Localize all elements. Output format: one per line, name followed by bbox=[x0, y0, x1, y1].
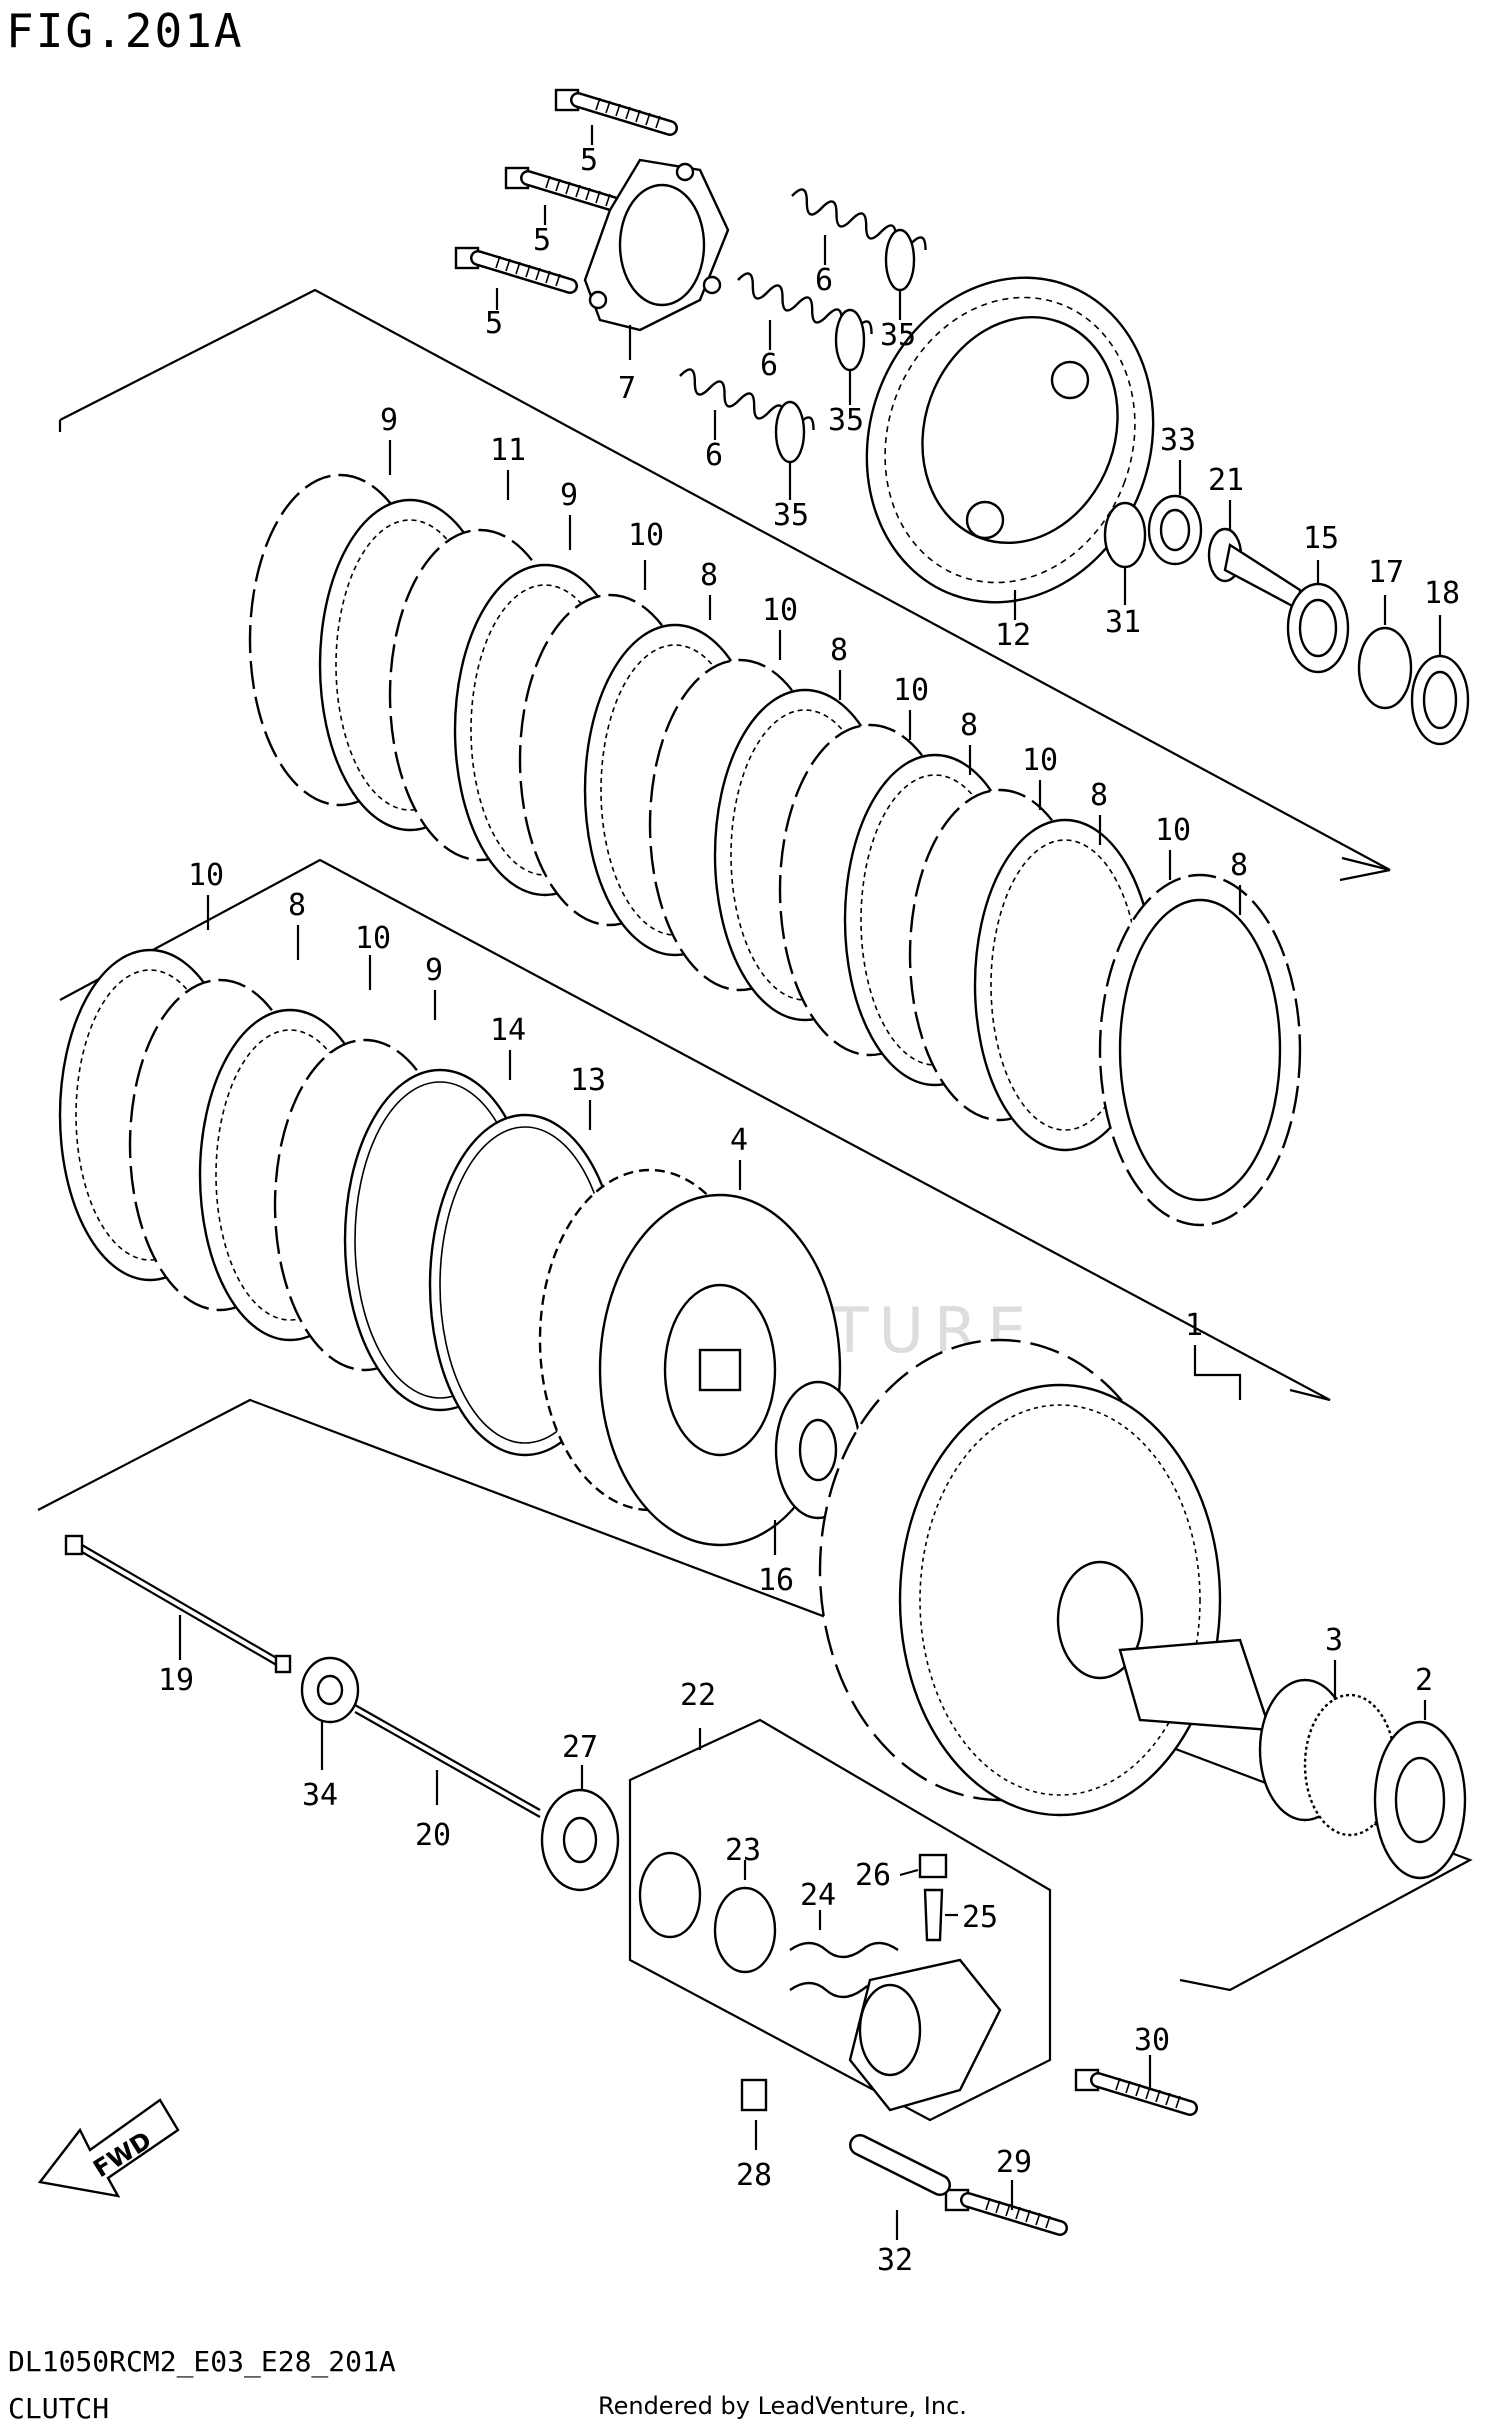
callout-35: 35 bbox=[828, 403, 864, 438]
callout-35: 35 bbox=[773, 498, 809, 533]
rendered-by-text: Rendered by LeadVenture, Inc. bbox=[598, 2392, 967, 2420]
callout-23: 23 bbox=[725, 1833, 761, 1868]
needle-bearing bbox=[1258, 1678, 1397, 1837]
upper-plate-stack bbox=[248, 473, 1302, 1227]
callout-12: 12 bbox=[995, 618, 1031, 653]
callout-10: 10 bbox=[762, 593, 798, 628]
callout-1: 1 bbox=[1185, 1308, 1203, 1343]
housing-group-outline bbox=[37, 1398, 1473, 1992]
spring-washer bbox=[884, 228, 916, 292]
callout-19: 19 bbox=[158, 1663, 194, 1698]
callout-6: 6 bbox=[815, 263, 833, 298]
callout-labels: 5 5 5 7 6 6 6 35 35 35 33 21 31 12 15 17… bbox=[158, 143, 1460, 2278]
callout-9: 9 bbox=[560, 478, 578, 513]
callout-9: 9 bbox=[380, 403, 398, 438]
callout-28: 28 bbox=[736, 2158, 772, 2193]
callout-35: 35 bbox=[880, 318, 916, 353]
callout-13: 13 bbox=[570, 1063, 606, 1098]
callout-2: 2 bbox=[1415, 1663, 1433, 1698]
callout-6: 6 bbox=[705, 438, 723, 473]
lower-plate-group-outline bbox=[59, 858, 1331, 1402]
callout-20: 20 bbox=[415, 1818, 451, 1853]
callout-26: 26 bbox=[855, 1858, 891, 1893]
section-name: CLUTCH bbox=[8, 2392, 110, 2425]
callout-3: 3 bbox=[1325, 1623, 1343, 1658]
pivot-pin bbox=[849, 2134, 951, 2196]
callout-34: 34 bbox=[302, 1778, 338, 1813]
callout-10: 10 bbox=[188, 858, 224, 893]
callout-29: 29 bbox=[996, 2145, 1032, 2180]
spring-washer bbox=[834, 308, 866, 372]
release-cylinder bbox=[848, 1958, 1002, 2112]
callout-8: 8 bbox=[830, 633, 848, 668]
leader-lines bbox=[178, 125, 1442, 2240]
callout-10: 10 bbox=[893, 673, 929, 708]
bleeder-valve bbox=[923, 1888, 944, 1942]
callout-5: 5 bbox=[485, 306, 503, 341]
callout-10: 10 bbox=[1022, 743, 1058, 778]
callout-22: 22 bbox=[680, 1678, 716, 1713]
callout-31: 31 bbox=[1105, 605, 1141, 640]
callout-21: 21 bbox=[1208, 463, 1244, 498]
callout-8: 8 bbox=[288, 888, 306, 923]
pressure-plate-bolt bbox=[556, 90, 670, 128]
callout-5: 5 bbox=[533, 223, 551, 258]
push-piece bbox=[1207, 527, 1302, 612]
bleeder-cap bbox=[918, 1853, 948, 1879]
callout-8: 8 bbox=[1090, 778, 1108, 813]
figure-title: FIG.201A bbox=[6, 4, 244, 58]
push-rod-long bbox=[64, 1534, 292, 1674]
callout-10: 10 bbox=[355, 921, 391, 956]
pressure-plate-bolt bbox=[506, 168, 620, 206]
fwd-arrow-icon: FWD bbox=[37, 2098, 180, 2198]
release-piston-bearing bbox=[638, 1851, 702, 1939]
callout-7: 7 bbox=[618, 371, 636, 406]
callout-33: 33 bbox=[1160, 423, 1196, 458]
callout-15: 15 bbox=[1303, 521, 1339, 556]
pressure-plate-bolt bbox=[456, 248, 570, 286]
shim-washer bbox=[1357, 626, 1413, 710]
callout-8: 8 bbox=[1230, 848, 1248, 883]
callout-8: 8 bbox=[960, 708, 978, 743]
model-code: DL1050RCM2_E03_E28_201A bbox=[8, 2345, 396, 2378]
callout-18: 18 bbox=[1424, 576, 1460, 611]
thrust-washer bbox=[1103, 501, 1147, 569]
callout-16: 16 bbox=[758, 1563, 794, 1598]
callout-10: 10 bbox=[628, 518, 664, 553]
push-rod-short bbox=[354, 1704, 541, 1818]
upper-plate-group-outline bbox=[59, 288, 1391, 882]
callout-32: 32 bbox=[877, 2243, 913, 2278]
pressure-plate bbox=[865, 276, 1155, 604]
release-seal bbox=[713, 1886, 777, 1974]
callout-30: 30 bbox=[1134, 2023, 1170, 2058]
callout-9: 9 bbox=[425, 953, 443, 988]
cylinder-bolt-upper bbox=[1076, 2070, 1190, 2108]
callout-25: 25 bbox=[962, 1900, 998, 1935]
callout-4: 4 bbox=[730, 1123, 748, 1158]
callout-8: 8 bbox=[700, 558, 718, 593]
release-assembly-box bbox=[628, 1718, 1052, 2122]
dowel-pin bbox=[740, 2078, 768, 2112]
lower-plate-stack bbox=[58, 948, 622, 1457]
callout-24: 24 bbox=[800, 1878, 836, 1913]
callout-6: 6 bbox=[760, 348, 778, 383]
cylinder-bolt-lower bbox=[946, 2190, 1060, 2228]
callout-14: 14 bbox=[490, 1013, 526, 1048]
callout-10: 10 bbox=[1155, 813, 1191, 848]
callout-11: 11 bbox=[490, 433, 526, 468]
spring-washer bbox=[774, 400, 806, 464]
callout-17: 17 bbox=[1368, 555, 1404, 590]
clutch-housing bbox=[818, 1338, 1272, 1817]
callout-5: 5 bbox=[580, 143, 598, 178]
callout-27: 27 bbox=[562, 1730, 598, 1765]
